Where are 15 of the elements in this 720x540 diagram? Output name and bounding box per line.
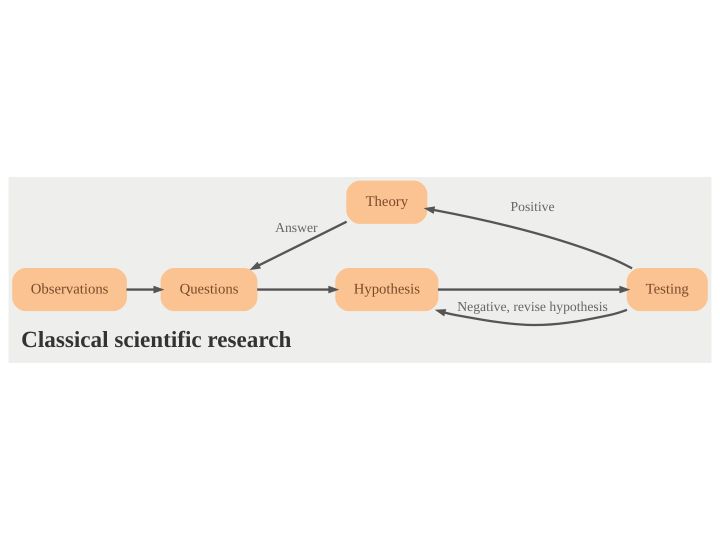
arrow [438, 286, 630, 294]
edge-label: Answer [275, 220, 318, 236]
arrow [249, 220, 348, 270]
node-box: Hypothesis [335, 268, 438, 312]
node-box: Observations [12, 268, 127, 312]
node-box: Testing [626, 268, 708, 312]
arrow [126, 286, 164, 294]
node-box: Questions [160, 268, 258, 312]
diagram-title: Classical scientific research [21, 326, 292, 353]
node-box: Theory [346, 180, 428, 224]
arrow [257, 286, 340, 294]
arrow [424, 206, 633, 270]
edge-label: Positive [510, 199, 555, 214]
edge-label: Negative, revise hypothesis [457, 299, 608, 314]
arrow [434, 308, 628, 326]
